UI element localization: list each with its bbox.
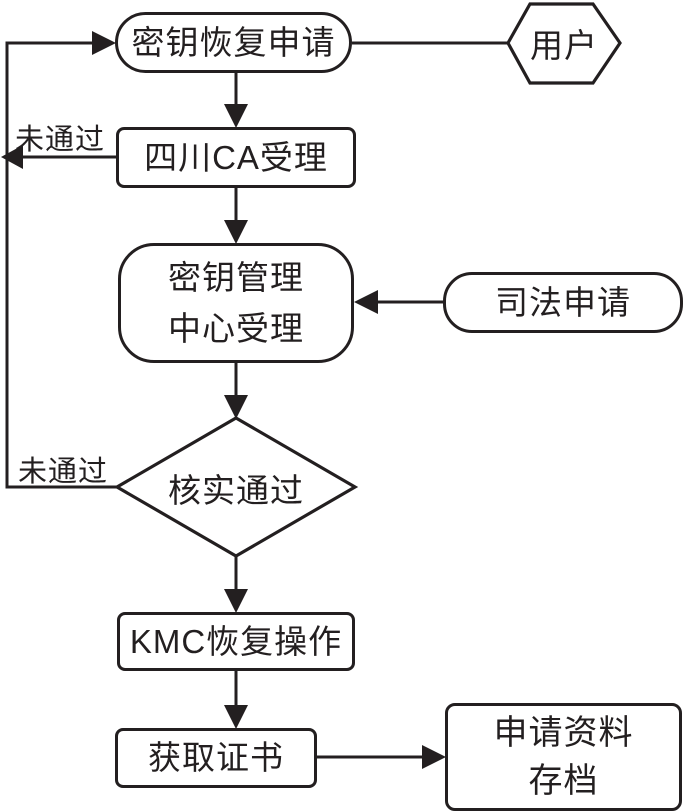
arrowhead-judicial-kmc — [354, 290, 378, 314]
arrowhead-into-request — [92, 31, 116, 55]
node-judicial-request-label: 司法申请 — [495, 283, 631, 321]
arrowhead-verify-kmcop — [224, 589, 248, 613]
arrowhead-request-ca — [224, 104, 248, 128]
node-judicial-request: 司法申请 — [443, 272, 683, 333]
node-archive: 申请资料 存档 — [445, 703, 682, 811]
node-kmc-accept-line1: 密钥管理 — [168, 258, 304, 296]
edge-label-verify-fail: 未通过 — [18, 456, 109, 488]
user-text: 用户 — [530, 27, 598, 64]
arrowhead-ca-fail — [1, 145, 23, 169]
node-sichuan-ca: 四川CA受理 — [116, 127, 356, 188]
node-kmc-accept: 密钥管理 中心受理 — [118, 243, 354, 363]
arrowhead-kmc-verify — [224, 395, 248, 419]
arrowhead-kmcop-cert — [224, 705, 248, 729]
node-key-recovery-request-label: 密钥恢复申请 — [131, 23, 336, 61]
node-user-label: 用户 — [508, 8, 620, 78]
user-hexagon — [506, 2, 622, 85]
node-key-recovery-request: 密钥恢复申请 — [115, 12, 352, 73]
node-get-certificate: 获取证书 — [115, 728, 317, 788]
verify-text: 核实通过 — [168, 471, 304, 509]
node-kmc-accept-line2: 中心受理 — [168, 310, 304, 347]
feedback-line-verify-fail — [5, 41, 117, 489]
node-get-certificate-label: 获取证书 — [148, 739, 284, 777]
arrowhead-cert-archive — [422, 745, 446, 769]
node-sichuan-ca-label: 四川CA受理 — [144, 138, 328, 176]
edge-label-ca-fail: 未通过 — [15, 124, 106, 156]
node-verify-decision-label: 核实通过 — [117, 465, 355, 510]
node-archive-line1: 申请资料 — [493, 713, 634, 752]
node-kmc-operation-label: KMC恢复操作 — [129, 622, 343, 660]
node-kmc-operation: KMC恢复操作 — [117, 612, 355, 671]
arrowhead-ca-kmc — [224, 220, 248, 244]
node-archive-line2: 存档 — [528, 762, 599, 800]
